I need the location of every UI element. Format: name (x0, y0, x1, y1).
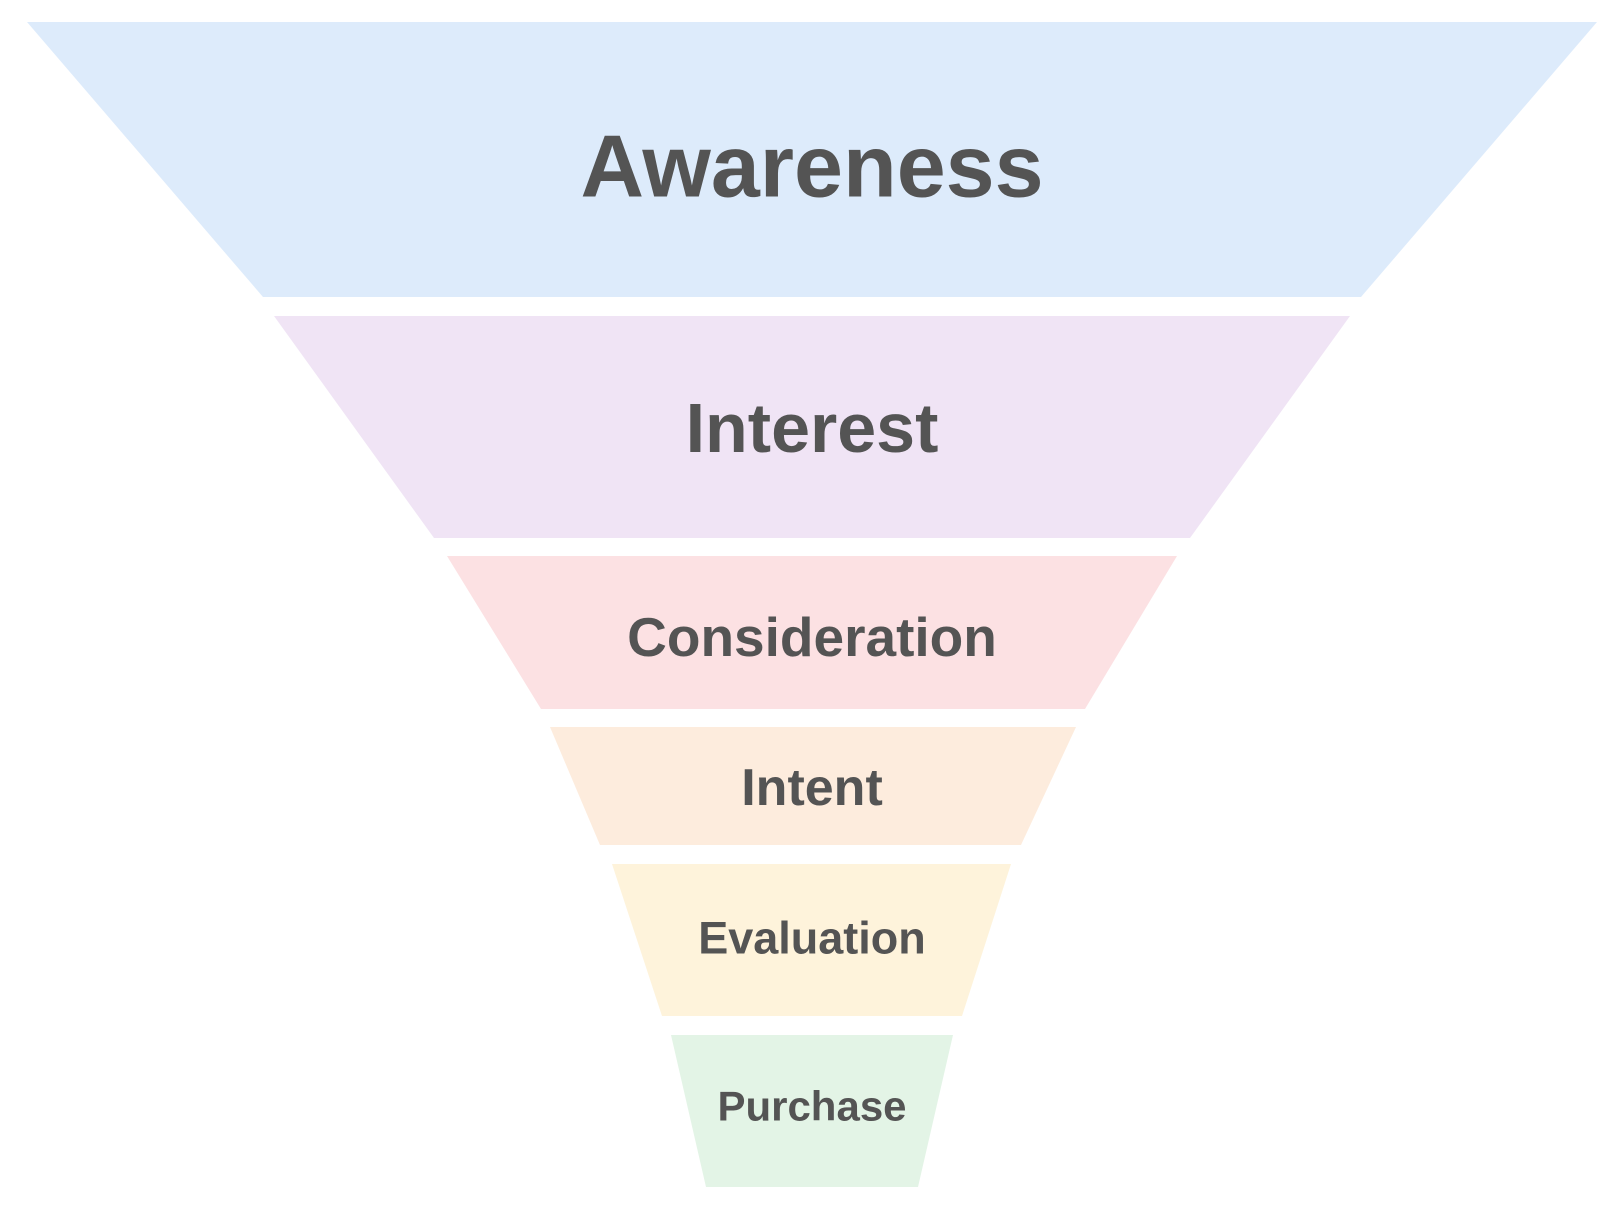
funnel-stage-evaluation: Evaluation (612, 864, 1011, 1016)
stage-label-interest: Interest (686, 389, 939, 467)
stage-label-awareness: Awareness (580, 117, 1043, 216)
stage-shape-purchase (671, 1035, 953, 1187)
stage-shape-awareness (27, 22, 1597, 297)
funnel-stage-purchase: Purchase (671, 1035, 953, 1187)
funnel-stage-intent: Intent (550, 727, 1076, 845)
funnel-stage-consideration: Consideration (447, 556, 1177, 709)
stage-shape-consideration (447, 556, 1177, 709)
funnel-stage-awareness: Awareness (27, 22, 1597, 297)
funnel-stage-interest: Interest (274, 316, 1350, 538)
stage-shape-intent (550, 727, 1076, 845)
stage-shape-interest (274, 316, 1350, 538)
stage-label-consideration: Consideration (627, 606, 997, 668)
stage-label-evaluation: Evaluation (698, 913, 926, 964)
stage-label-intent: Intent (741, 759, 883, 817)
stage-label-purchase: Purchase (717, 1083, 906, 1130)
stage-shape-evaluation (612, 864, 1011, 1016)
